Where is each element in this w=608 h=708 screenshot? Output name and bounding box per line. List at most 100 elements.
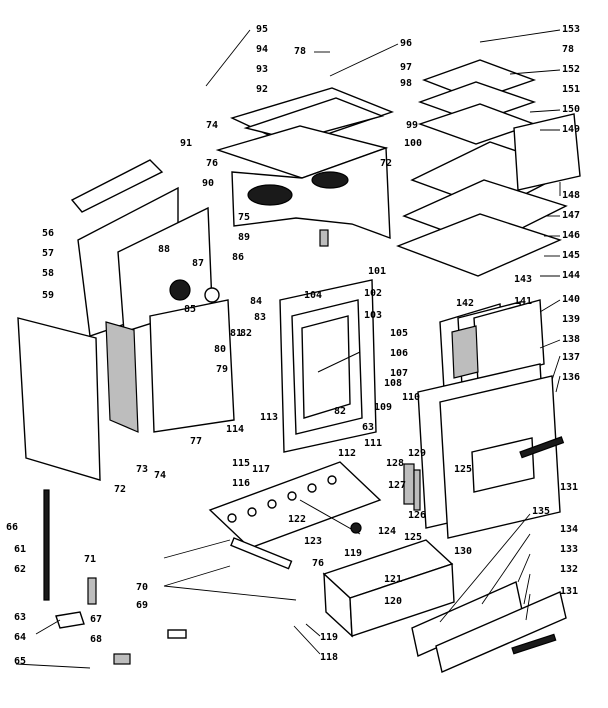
callout-98: 98 — [400, 78, 412, 89]
callout-65: 65 — [14, 656, 26, 667]
callout-75: 75 — [238, 212, 250, 223]
callout-77: 77 — [190, 436, 202, 447]
callout-135: 135 — [532, 506, 550, 517]
callout-147: 147 — [562, 210, 580, 221]
callout-92: 92 — [256, 84, 268, 95]
callout-91: 91 — [180, 138, 192, 149]
callout-144: 144 — [562, 270, 580, 281]
callout-78: 78 — [294, 46, 306, 57]
callout-108: 108 — [384, 378, 402, 389]
callout-110: 110 — [402, 392, 420, 403]
callout-150: 150 — [562, 104, 580, 115]
callout-131-b: 131 — [560, 586, 578, 597]
callout-58: 58 — [42, 268, 54, 279]
callout-56: 56 — [42, 228, 54, 239]
oven-door-frame — [279, 279, 377, 453]
callout-95: 95 — [256, 24, 268, 35]
side-panels — [17, 159, 235, 481]
callout-67: 67 — [90, 614, 102, 625]
callout-151: 151 — [562, 84, 580, 95]
callout-72-b: 72 — [114, 484, 126, 495]
callout-100: 100 — [404, 138, 422, 149]
callout-126: 126 — [408, 510, 426, 521]
leader-lines — [15, 29, 561, 669]
callout-74: 74 — [206, 120, 218, 131]
callout-120: 120 — [384, 596, 402, 607]
callout-97: 97 — [400, 62, 412, 73]
callout-87: 87 — [192, 258, 204, 269]
outer-oven-door — [417, 363, 565, 539]
callout-76: 76 — [206, 158, 218, 169]
callout-66: 66 — [6, 522, 18, 533]
callout-68: 68 — [90, 634, 102, 645]
callout-57: 57 — [42, 248, 54, 259]
callout-86: 86 — [232, 252, 244, 263]
callout-79: 79 — [216, 364, 228, 375]
callout-149: 149 — [562, 124, 580, 135]
callout-125: 125 — [404, 532, 422, 543]
callout-133: 133 — [560, 544, 578, 555]
callout-145: 145 — [562, 250, 580, 261]
storage-drawer — [322, 539, 455, 638]
callout-71: 71 — [84, 554, 96, 565]
callout-63-b: 63 — [14, 612, 26, 623]
callout-62: 62 — [14, 564, 26, 575]
callout-69: 69 — [136, 600, 148, 611]
callout-61: 61 — [14, 544, 26, 555]
callout-76-b: 76 — [312, 558, 324, 569]
callout-124: 124 — [378, 526, 396, 537]
callout-72: 72 — [380, 158, 392, 169]
racks-and-pans — [396, 59, 581, 277]
kick-panel — [411, 581, 567, 673]
callout-59: 59 — [42, 290, 54, 301]
callout-90: 90 — [202, 178, 214, 189]
callout-101: 101 — [368, 266, 386, 277]
callout-119: 119 — [344, 548, 362, 559]
callout-137: 137 — [562, 352, 580, 363]
callout-111: 111 — [364, 438, 382, 449]
callout-78-b: 78 — [562, 44, 574, 55]
callout-102: 102 — [364, 288, 382, 299]
callout-140: 140 — [562, 294, 580, 305]
callout-148: 148 — [562, 190, 580, 201]
callout-127: 127 — [388, 480, 406, 491]
callout-81: 81 — [230, 328, 242, 339]
callout-99: 99 — [406, 120, 418, 131]
callout-143: 143 — [514, 274, 532, 285]
callout-83: 83 — [254, 312, 266, 323]
callout-119-b: 119 — [320, 632, 338, 643]
callout-103: 103 — [364, 310, 382, 321]
door-glass-panels — [439, 299, 545, 391]
callout-122: 122 — [288, 514, 306, 525]
callout-123: 123 — [304, 536, 322, 547]
callout-146: 146 — [562, 230, 580, 241]
callout-117: 117 — [252, 464, 270, 475]
callout-138: 138 — [562, 334, 580, 345]
callout-132: 132 — [560, 564, 578, 575]
callout-107: 107 — [390, 368, 408, 379]
callout-80: 80 — [214, 344, 226, 355]
small-hardware — [43, 489, 293, 665]
burner-box — [208, 461, 421, 549]
callout-88: 88 — [158, 244, 170, 255]
callout-70: 70 — [136, 582, 148, 593]
cooktop-top-panel — [215, 87, 395, 247]
callout-130: 130 — [454, 546, 472, 557]
callout-105: 105 — [390, 328, 408, 339]
callout-141: 141 — [514, 296, 532, 307]
callout-106: 106 — [390, 348, 408, 359]
callout-152: 152 — [562, 64, 580, 75]
callout-73: 73 — [136, 464, 148, 475]
callout-94: 94 — [256, 44, 268, 55]
callout-128: 128 — [386, 458, 404, 469]
callout-115: 115 — [232, 458, 250, 469]
callout-109: 109 — [374, 402, 392, 413]
callout-84: 84 — [250, 296, 262, 307]
callout-114: 114 — [226, 424, 244, 435]
callout-112: 112 — [338, 448, 356, 459]
callout-64: 64 — [14, 632, 26, 643]
callout-63: 63 — [362, 422, 374, 433]
callout-96: 96 — [400, 38, 412, 49]
callout-116: 116 — [232, 478, 250, 489]
